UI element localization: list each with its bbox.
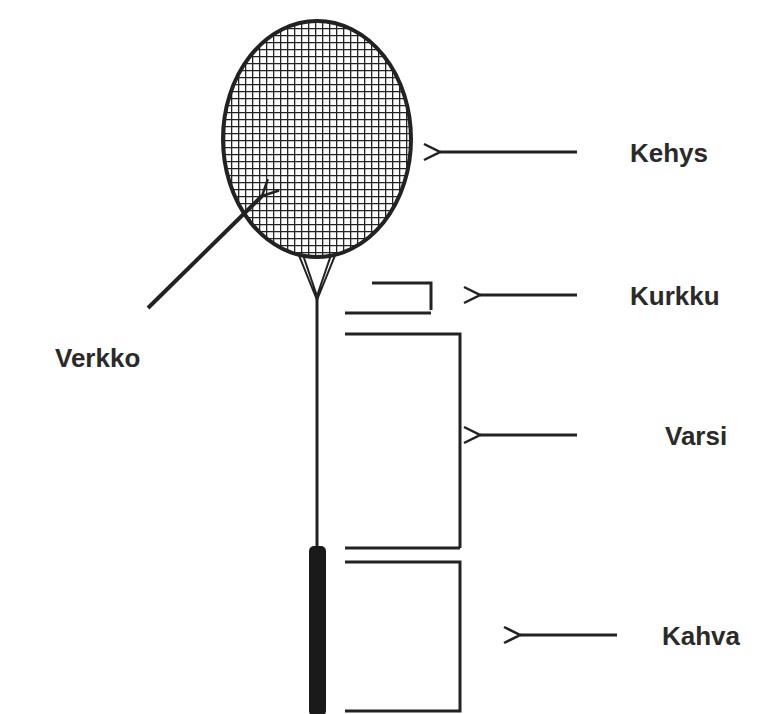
part-label: Varsi xyxy=(665,423,727,449)
part-label: Kahva xyxy=(662,623,740,649)
bracket xyxy=(345,562,460,711)
racket-shaft xyxy=(316,296,319,550)
part-label: Verkko xyxy=(55,345,140,371)
pointer-arrow xyxy=(520,634,617,637)
bracket xyxy=(345,283,431,313)
bracket xyxy=(345,334,460,548)
pointer-arrow xyxy=(480,294,577,297)
pointer-arrow xyxy=(440,151,577,154)
racket-head xyxy=(223,21,411,257)
pointer-arrow xyxy=(148,196,262,308)
part-label: Kurkku xyxy=(630,283,720,309)
part-label: Kehys xyxy=(630,140,708,166)
racket-handle xyxy=(309,546,326,714)
pointer-arrow xyxy=(480,434,577,437)
